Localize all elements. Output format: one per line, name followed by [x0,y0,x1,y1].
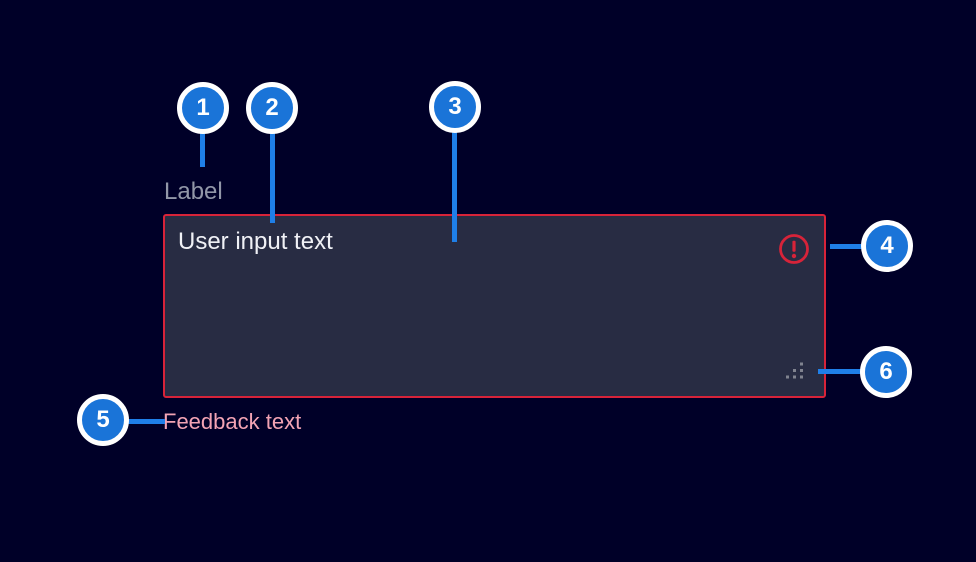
callout-badge-3: 3 [429,81,481,133]
textarea-field[interactable]: User input text [163,214,826,398]
callout-line-4 [830,244,864,249]
textarea-value: User input text [178,228,333,255]
callout-line-3 [452,120,457,242]
callout-line-6 [818,369,863,374]
callout-badge-4: 4 [861,220,913,272]
feedback-text: Feedback text [163,409,302,434]
callout-badge-5: 5 [77,394,129,446]
callout-line-2 [270,120,275,223]
callout-line-5 [127,419,165,424]
alert-circle-icon [779,234,809,264]
callout-badge-1: 1 [177,82,229,134]
callout-line-1 [200,120,205,167]
callout-badge-2: 2 [246,82,298,134]
textarea-label: Label [164,178,223,205]
resize-grip-icon[interactable] [785,362,805,380]
callout-badge-6: 6 [860,346,912,398]
